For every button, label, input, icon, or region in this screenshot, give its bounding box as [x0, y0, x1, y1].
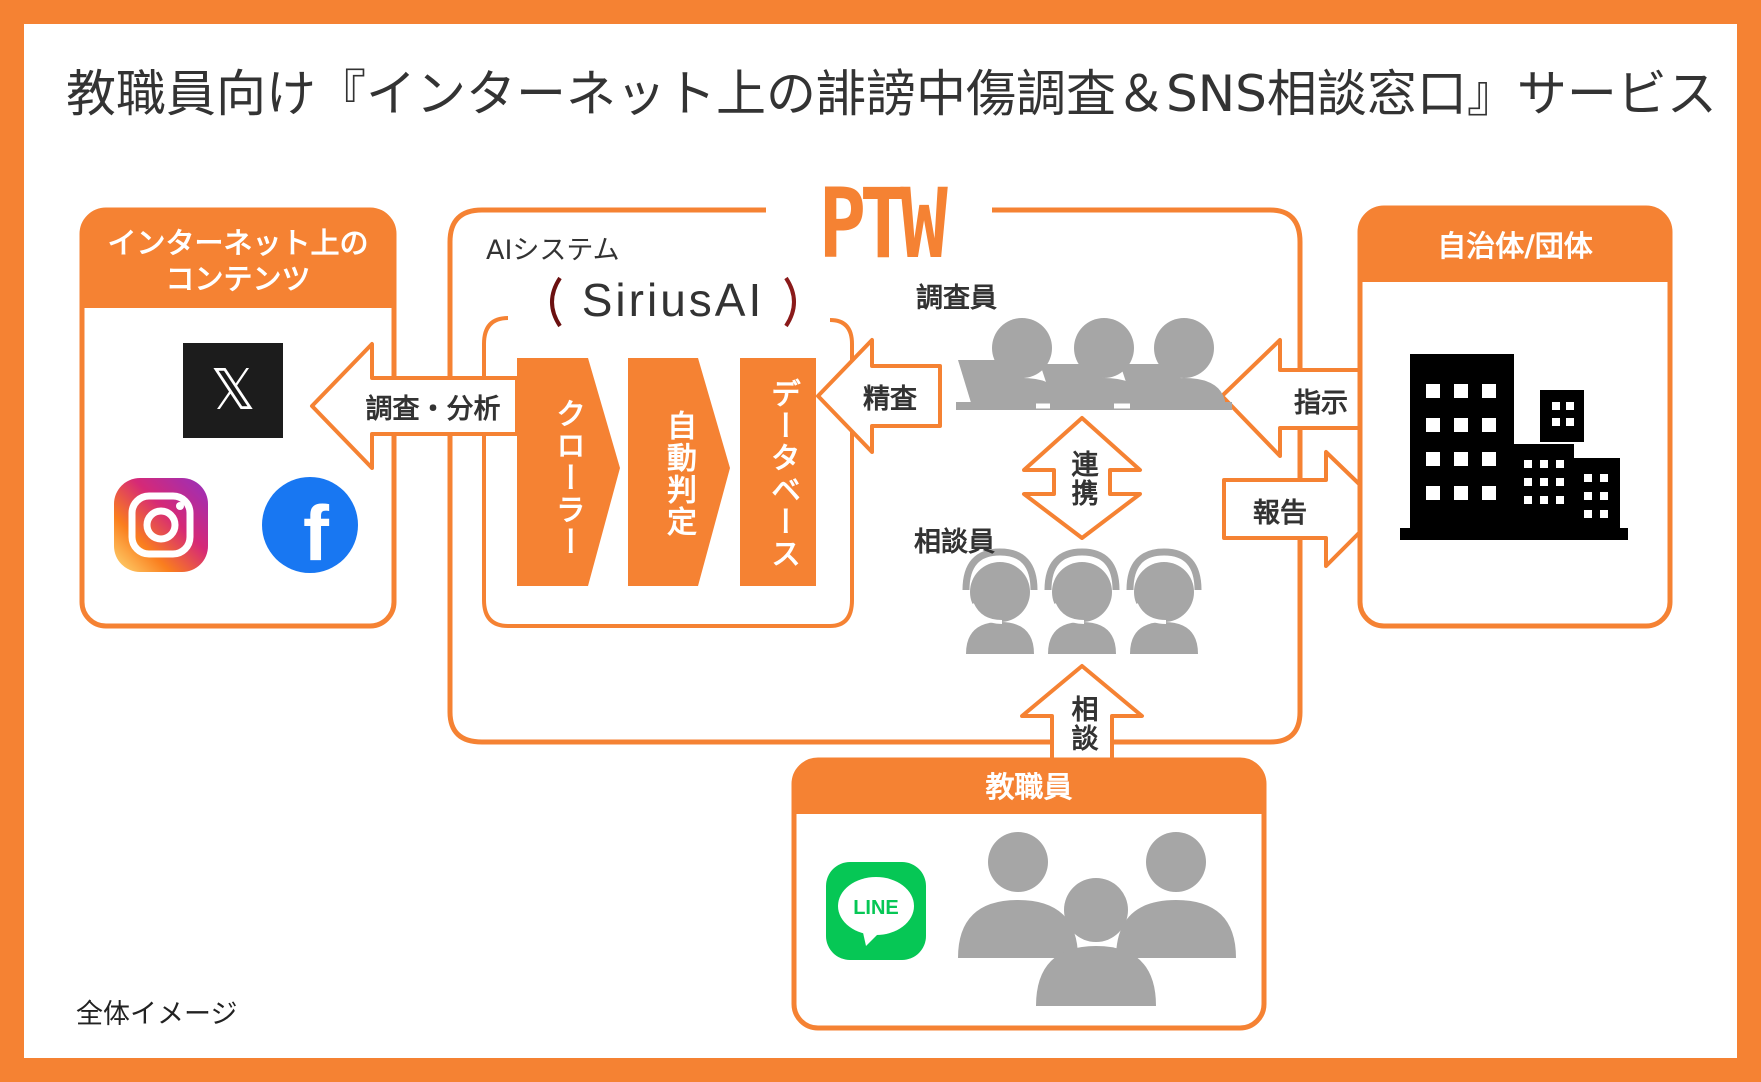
- database-shape: [740, 358, 816, 586]
- internet-box-header-line1: インターネット上の: [107, 225, 369, 260]
- consultants-label: 相談員: [914, 527, 995, 558]
- caption: 全体イメージ: [76, 999, 238, 1030]
- ai-system-frame: [482, 316, 854, 628]
- internet-box-header-line2: コンテンツ: [165, 262, 311, 296]
- instruction-label: 指示: [1294, 387, 1348, 419]
- teachers-box-header: 教職員: [985, 769, 1073, 804]
- teachers-box-header-bg: [794, 760, 1264, 814]
- investigators-label: 調査員: [916, 283, 997, 314]
- internet-box-header: インターネット上の コンテンツ: [86, 218, 390, 304]
- pipeline-crawler-label: クローラー: [550, 398, 585, 558]
- report-arrow: [1222, 450, 1386, 568]
- pipeline-judgement-label: 自動判定: [661, 410, 696, 538]
- pipeline: [517, 358, 816, 586]
- survey-analysis-arrow: [310, 342, 519, 470]
- consultants-icon: [962, 548, 1202, 654]
- cooperation-label: 連携: [1066, 450, 1098, 508]
- consultation-label: 相談: [1066, 695, 1098, 753]
- line-app-icon: LINE: [826, 862, 926, 960]
- survey-analysis-label: 調査・分析: [365, 393, 501, 425]
- sirius-ai-logo: SiriusAI: [550, 274, 796, 328]
- instagram-logo-icon: [114, 478, 208, 572]
- internet-box-header-bg: [82, 210, 394, 308]
- people-group-icon: [958, 832, 1236, 1006]
- sirius-ai-logo-text: SiriusAI: [582, 274, 764, 326]
- facebook-logo-icon: f: [262, 477, 358, 577]
- municipality-box-header: 自治体/団体: [1437, 228, 1593, 263]
- investigators-icon: [956, 318, 1232, 410]
- page-title: 教職員向け『インターネット上の誹謗中傷調査＆SNS相談窓口』サービス: [66, 65, 1717, 123]
- ptw-label: PTW: [818, 168, 948, 280]
- scrutiny-arrow: [816, 338, 942, 454]
- municipality-box-header-bg: [1360, 208, 1670, 282]
- x-logo-glyph: 𝕏: [210, 358, 255, 423]
- crawler-shape: [517, 358, 620, 586]
- pipeline-database-label: データベース: [765, 378, 800, 570]
- line-app-label: LINE: [853, 897, 899, 919]
- ai-system-label: AIシステム: [486, 235, 620, 266]
- report-label: 報告: [1253, 497, 1307, 529]
- judgement-shape: [628, 358, 730, 586]
- ptw-frame: [447, 207, 1303, 745]
- scrutiny-label: 精査: [863, 383, 917, 415]
- facebook-logo-glyph: f: [303, 489, 330, 577]
- x-logo-icon: 𝕏: [183, 343, 283, 438]
- cooperation-arrow: [1022, 416, 1142, 540]
- teachers-box: [791, 757, 1267, 1031]
- office-buildings-icon: [1400, 354, 1628, 540]
